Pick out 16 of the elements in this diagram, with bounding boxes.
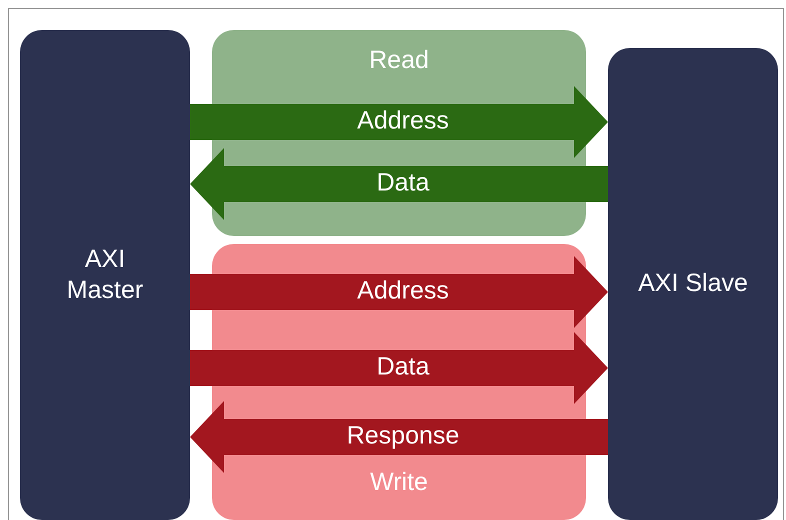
block-label: AXI Slave [638,268,748,300]
edge-label: Data [376,168,430,198]
edge-label: Address [357,106,449,136]
group-title: Read [369,46,429,75]
component-block [20,30,190,520]
edge-label: Address [357,276,449,306]
block-label: AXI Master [66,244,144,306]
block-arrow [190,401,608,473]
block-arrow [190,148,608,220]
component-block [608,48,778,520]
block-arrow [190,86,608,158]
group-title: Write [370,468,428,497]
block-arrow [190,332,608,404]
edge-label: Data [376,352,430,382]
edge-label: Response [346,422,460,450]
block-arrow [190,256,608,328]
